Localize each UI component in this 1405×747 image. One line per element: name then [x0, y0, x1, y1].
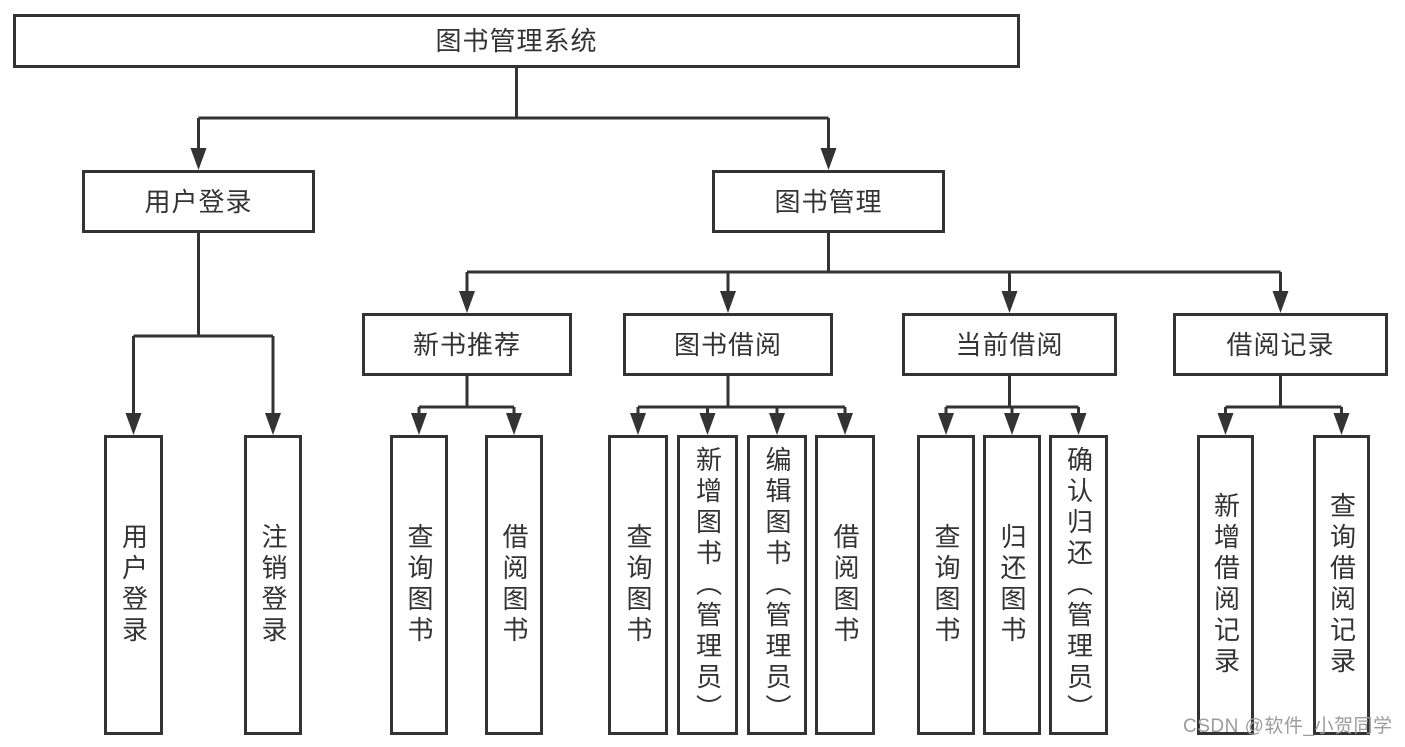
- leaf-logout: 注销登录: [244, 435, 302, 735]
- arrow-down-icon: [938, 413, 954, 435]
- node-library-management-system: 图书管理系统: [13, 14, 1020, 68]
- arrow-down-icon: [1001, 291, 1018, 313]
- arrow-down-icon: [1217, 413, 1234, 435]
- arrow-down-icon: [459, 291, 475, 313]
- node-user-login: 用户登录: [82, 170, 315, 233]
- arrow-down-icon: [1070, 413, 1087, 435]
- leaf-query-books: 查询图书: [390, 435, 448, 735]
- node-current-borrowing: 当前借阅: [902, 313, 1117, 376]
- leaf-query-books: 查询图书: [917, 435, 975, 735]
- arrow-down-icon: [1333, 413, 1350, 435]
- edge-newbook-to-leaves: [417, 376, 516, 415]
- leaf-confirm-return-admin: 确认归还（管理员）: [1049, 435, 1108, 735]
- leaf-add-borrow-record: 新增借阅记录: [1197, 435, 1254, 735]
- leaf-edit-book-admin: 编辑图书（管理员）: [747, 435, 807, 735]
- leaf-query-books: 查询图书: [608, 435, 668, 735]
- arrow-down-icon: [699, 413, 716, 435]
- edge-bookmgmt-to-level3: [465, 233, 1282, 293]
- edge-userlogin-to-leaves: [132, 233, 275, 415]
- node-book-borrowing: 图书借阅: [623, 313, 833, 376]
- node-new-book-recommendation: 新书推荐: [362, 313, 572, 376]
- arrow-down-icon: [769, 413, 785, 435]
- edge-current-to-leaves: [944, 376, 1080, 415]
- leaf-borrow-books: 借阅图书: [485, 435, 543, 735]
- node-borrowing-records: 借阅记录: [1173, 313, 1388, 376]
- leaf-add-book-admin: 新增图书（管理员）: [677, 435, 738, 735]
- arrow-down-icon: [265, 413, 281, 435]
- edge-root-to-level2: [197, 68, 830, 150]
- leaf-return-books: 归还图书: [983, 435, 1041, 735]
- arrow-down-icon: [820, 148, 837, 170]
- csdn-watermark: CSDN @软件_小贺同学: [1183, 716, 1393, 737]
- leaf-query-borrow-record: 查询借阅记录: [1313, 435, 1370, 735]
- arrow-down-icon: [630, 413, 646, 435]
- arrow-down-icon: [506, 413, 522, 435]
- leaf-user-login: 用户登录: [104, 435, 163, 735]
- leaf-borrow-books: 借阅图书: [815, 435, 875, 735]
- node-book-management: 图书管理: [712, 170, 945, 233]
- edge-borrowing-to-leaves: [636, 376, 847, 415]
- arrow-down-icon: [190, 148, 207, 170]
- arrow-down-icon: [720, 291, 736, 313]
- edge-records-to-leaves: [1224, 376, 1343, 415]
- arrow-down-icon: [1272, 291, 1289, 313]
- arrow-down-icon: [411, 413, 427, 435]
- arrow-down-icon: [837, 413, 853, 435]
- arrow-down-icon: [125, 413, 142, 435]
- arrow-down-icon: [1004, 413, 1020, 435]
